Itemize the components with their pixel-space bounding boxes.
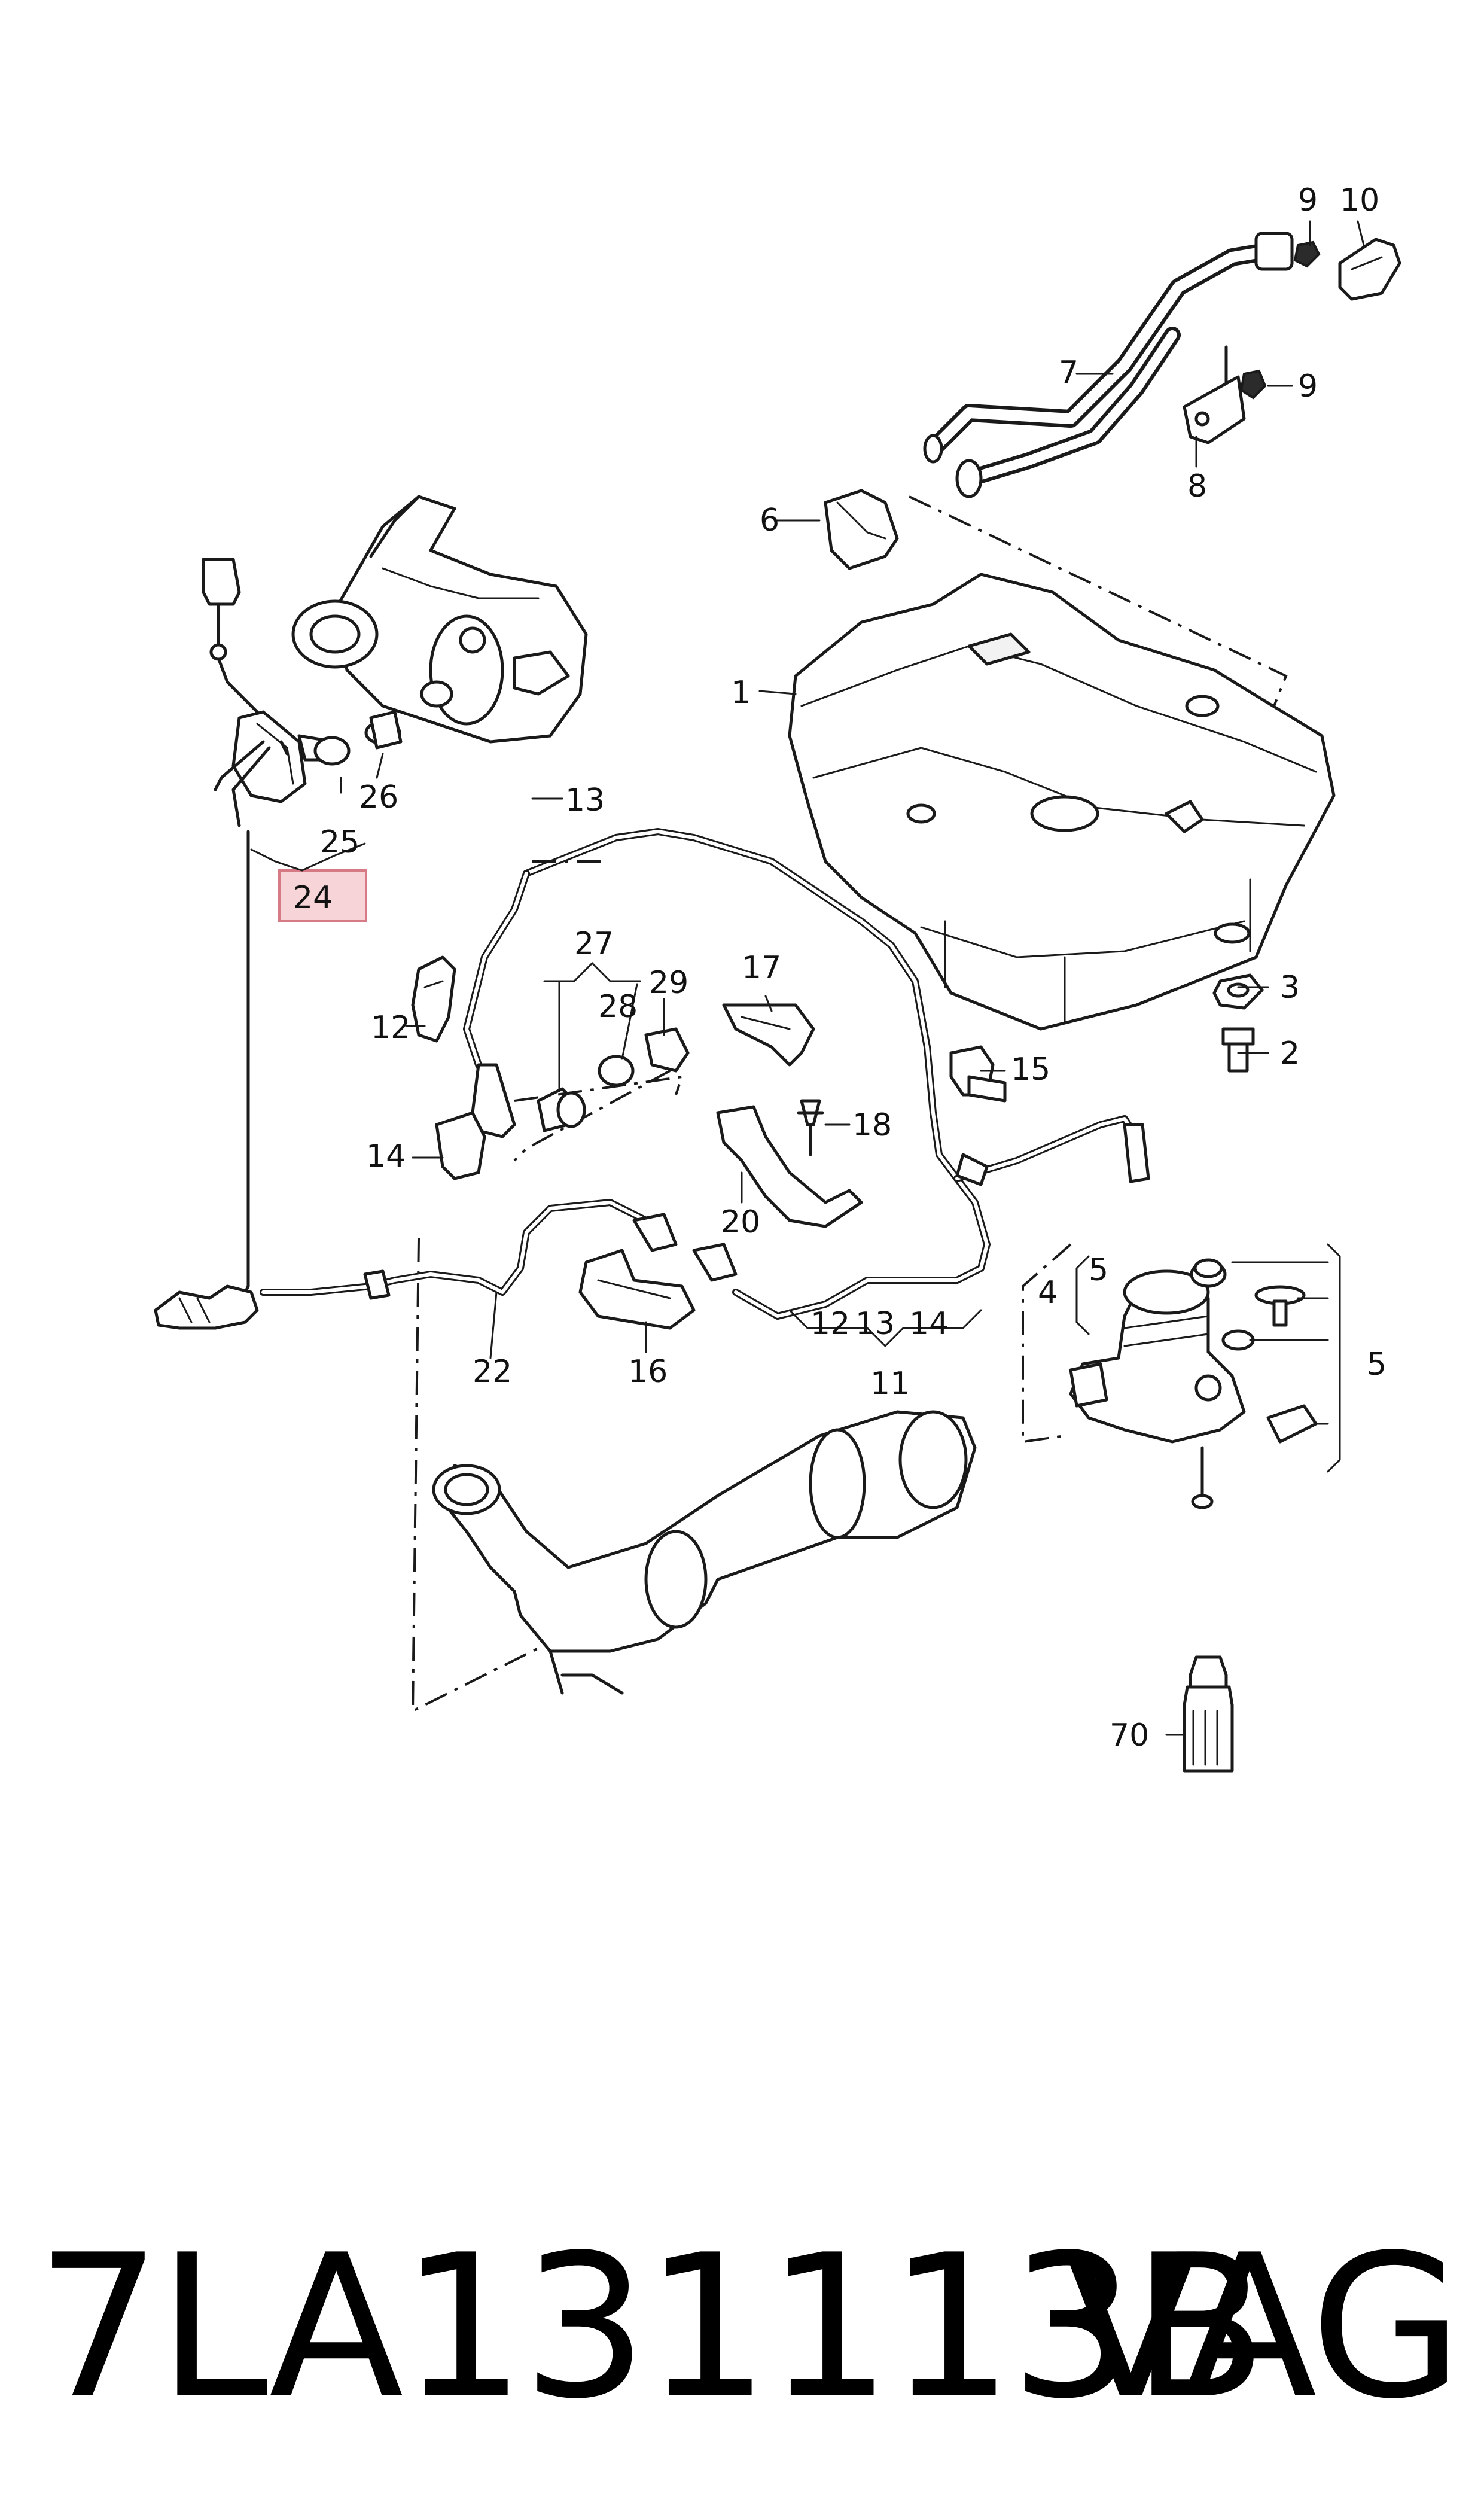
pump-4 — [1069, 1269, 1246, 1444]
screw-18 — [797, 1099, 824, 1156]
leader-dashed-pump — [1022, 1243, 1072, 1444]
cable-end — [154, 1284, 259, 1330]
label-13-bottom: 13 — [855, 1306, 895, 1342]
label-9-top: 9 — [1298, 182, 1318, 218]
catalytic-converter — [432, 1410, 977, 1695]
label-27: 27 — [574, 926, 614, 962]
label-25: 25 — [320, 824, 359, 860]
heater-element — [1266, 1404, 1318, 1444]
label-2: 2 — [1280, 1036, 1300, 1071]
label-14-bottom: 14 — [909, 1306, 949, 1342]
label-8: 8 — [1187, 468, 1207, 504]
label-16: 16 — [628, 1354, 668, 1390]
nut-3 — [1212, 973, 1264, 1010]
label-6: 6 — [760, 503, 779, 538]
highlight-box-24 — [278, 869, 367, 922]
label-20: 20 — [721, 1204, 760, 1240]
label-5-top: 5 — [1089, 1252, 1108, 1288]
label-15: 15 — [1011, 1052, 1050, 1088]
clip-17 — [722, 1003, 815, 1067]
washer — [1221, 1329, 1255, 1351]
part-labels: 1 2 3 4 5 5 6 7 8 9 9 10 11 12 12 13 13 … — [293, 182, 1387, 1753]
leader-lines — [250, 220, 1365, 1736]
bolt-pump — [1191, 1446, 1214, 1509]
filler-cap — [1338, 238, 1401, 301]
label-4: 4 — [1038, 1275, 1058, 1311]
nut-top — [1293, 240, 1321, 268]
label-26: 26 — [359, 780, 398, 815]
leader-dashed-tank — [909, 495, 1288, 707]
part-number: 7LA131113B — [36, 2212, 1267, 2442]
label-70: 70 — [1110, 1718, 1149, 1753]
dpf-assembly — [291, 495, 588, 744]
sensor-cable — [243, 830, 250, 1294]
clamp-29 — [644, 1027, 690, 1073]
supply-line — [463, 828, 1150, 1320]
bracket-20 — [716, 1105, 863, 1228]
clip-15 — [949, 1045, 1007, 1103]
footer: 7LA131113B VAG — [36, 2202, 1463, 2453]
nut-mid — [1239, 369, 1267, 400]
cover-6 — [824, 489, 899, 570]
bolt-2 — [1221, 1027, 1255, 1073]
label-9-mid: 9 — [1298, 369, 1318, 404]
bracket-8 — [1183, 345, 1246, 444]
clip-14 — [435, 1111, 486, 1180]
sensor-connector — [202, 558, 265, 720]
label-1: 1 — [731, 675, 751, 711]
label-12-bottom: 12 — [810, 1306, 850, 1342]
label-29: 29 — [649, 965, 688, 1001]
leader-dashed-injector — [514, 1075, 684, 1102]
label-10: 10 — [1340, 182, 1379, 218]
label-5-right: 5 — [1367, 1347, 1387, 1383]
tank — [788, 573, 1336, 1031]
label-13-top: 13 — [565, 783, 605, 818]
label-12-left: 12 — [371, 1010, 410, 1046]
leader-dashed-heater — [513, 1070, 671, 1162]
clamp-26 — [364, 710, 403, 750]
label-22: 22 — [473, 1354, 512, 1390]
clip-16 — [578, 1249, 696, 1330]
label-18: 18 — [852, 1107, 892, 1143]
seal-ring-25 — [313, 736, 351, 766]
label-3: 3 — [1280, 970, 1300, 1006]
line-22 — [260, 1199, 738, 1300]
clip-12 — [411, 955, 456, 1043]
label-17: 17 — [742, 950, 781, 986]
label-7: 7 — [1059, 355, 1078, 391]
sensor-body-24 — [214, 710, 343, 827]
label-24: 24 — [293, 880, 333, 916]
label-14-left: 14 — [366, 1138, 406, 1174]
filter-cap — [1190, 1258, 1227, 1288]
injector-27 — [537, 1087, 586, 1132]
bottle-70 — [1183, 1655, 1234, 1773]
brand-name: VAG — [1063, 2212, 1463, 2442]
label-11: 11 — [870, 1366, 910, 1402]
seal-28 — [598, 1055, 635, 1087]
label-28: 28 — [598, 989, 638, 1025]
filler-pipe — [923, 232, 1294, 498]
plug — [1254, 1285, 1306, 1327]
